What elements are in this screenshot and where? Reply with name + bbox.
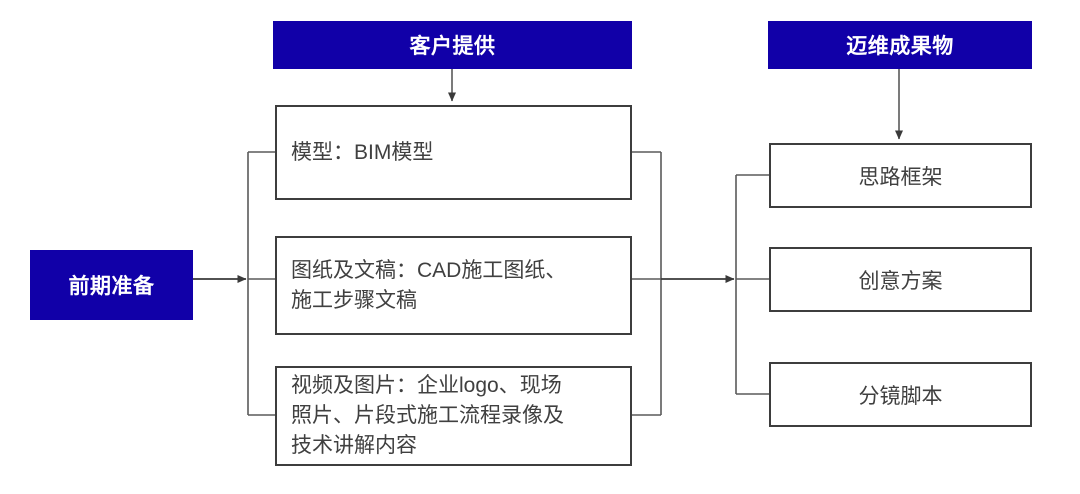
client-input-label-model: 模型：BIM模型	[291, 140, 434, 164]
header-client-provides-label: 客户提供	[409, 35, 496, 58]
client-input-label-media: 视频及图片：企业logo、现场 照片、片段式施工流程录像及 技术讲解内容	[291, 374, 564, 457]
client-input-box-drawings[interactable]: 图纸及文稿：CAD施工图纸、 施工步骤文稿	[275, 236, 632, 335]
header-maiwei-deliverables[interactable]: 迈维成果物	[768, 21, 1032, 69]
bracket-inputs-left	[247, 151, 275, 416]
start-node-preparation[interactable]: 前期准备	[30, 250, 193, 320]
deliverable-box-creative-plan[interactable]: 创意方案	[769, 247, 1032, 312]
deliverable-label-framework: 思路框架	[858, 165, 943, 189]
header-maiwei-deliverables-label: 迈维成果物	[846, 35, 954, 58]
bracket-inputs-right	[632, 151, 662, 416]
bracket-deliverables-left	[735, 174, 769, 395]
deliverable-box-framework[interactable]: 思路框架	[769, 143, 1032, 208]
deliverable-label-storyboard: 分镜脚本	[858, 384, 943, 408]
client-input-box-media[interactable]: 视频及图片：企业logo、现场 照片、片段式施工流程录像及 技术讲解内容	[275, 366, 632, 466]
deliverable-box-storyboard[interactable]: 分镜脚本	[769, 362, 1032, 427]
start-node-label: 前期准备	[68, 275, 155, 298]
header-client-provides[interactable]: 客户提供	[273, 21, 632, 69]
client-input-box-model[interactable]: 模型：BIM模型	[275, 105, 632, 200]
client-input-label-drawings: 图纸及文稿：CAD施工图纸、 施工步骤文稿	[291, 258, 567, 312]
deliverable-label-creative-plan: 创意方案	[858, 269, 943, 293]
